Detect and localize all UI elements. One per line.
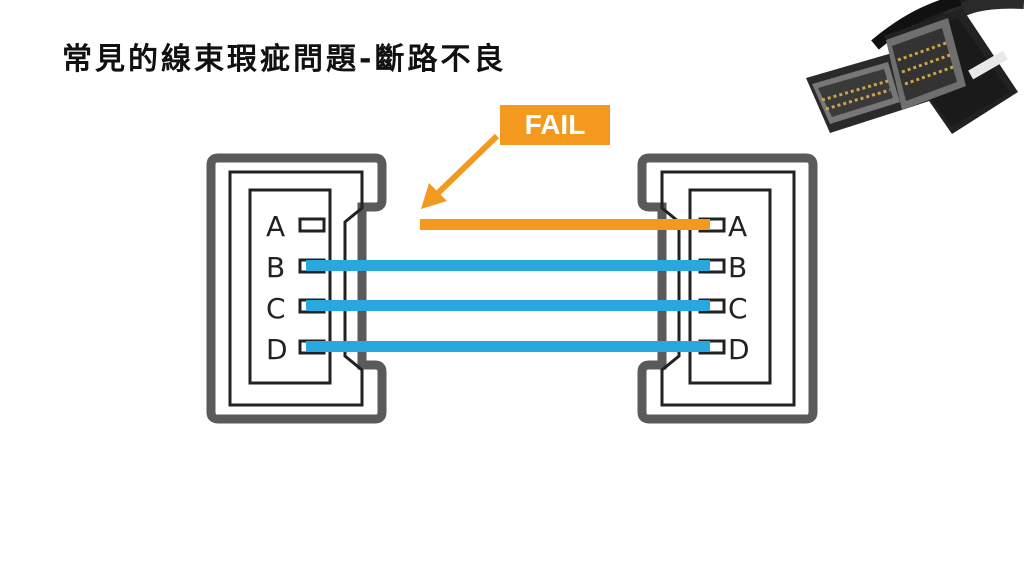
- fail-arrow: [421, 133, 500, 209]
- right-pin-label-d: D: [728, 333, 750, 366]
- right-pin-label-c: C: [728, 292, 748, 325]
- wire-d: [306, 341, 710, 352]
- wires: [306, 219, 710, 352]
- wire-b: [306, 260, 710, 271]
- wire-c: [306, 300, 710, 311]
- right-pin-label-a: A: [728, 210, 747, 243]
- left-connector: [206, 153, 387, 424]
- left-pin-a: [298, 217, 326, 233]
- right-connector: [637, 153, 818, 424]
- scart-plug-front: [884, 8, 1018, 134]
- fail-label: FAIL: [500, 105, 610, 145]
- wire-a-broken: [420, 219, 710, 230]
- left-pin-label-b: B: [266, 251, 285, 284]
- right-pin-label-b: B: [728, 251, 747, 284]
- left-pin-label-a: A: [266, 210, 285, 243]
- left-pin-label-d: D: [266, 333, 288, 366]
- left-pin-label-c: C: [266, 292, 286, 325]
- scart-cable-photo: [806, 0, 1024, 134]
- slide-title: 常見的線束瑕疵問題-斷路不良: [62, 42, 507, 77]
